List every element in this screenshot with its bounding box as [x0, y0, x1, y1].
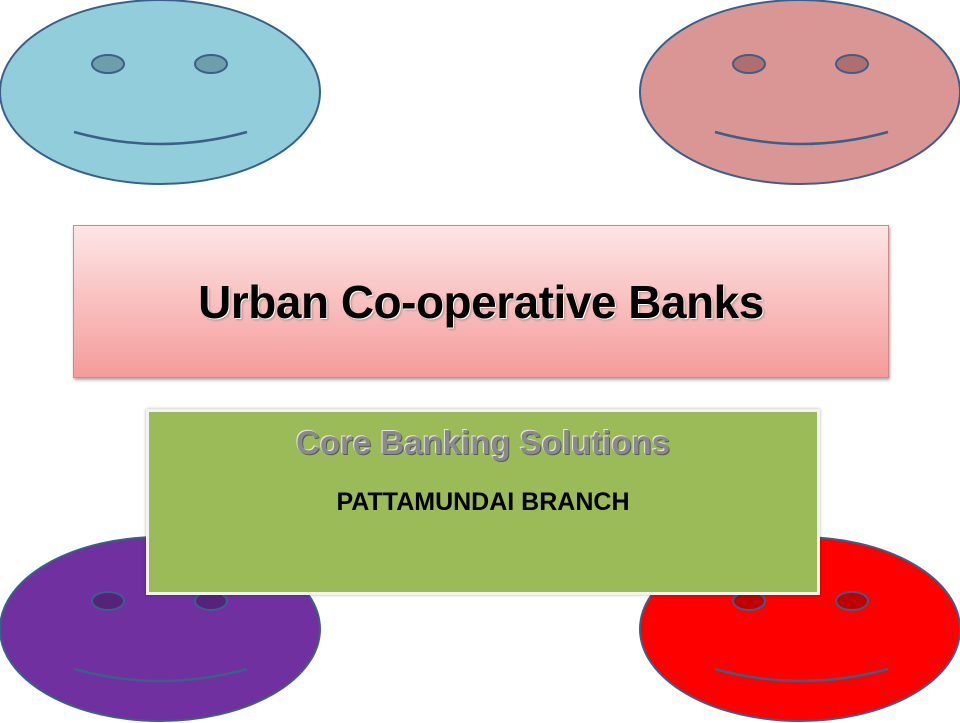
subtitle-heading: Core Banking Solutions: [295, 424, 671, 461]
subtitle-panel: Core Banking Solutions PATTAMUNDAI BRANC…: [146, 409, 820, 595]
smiley-face-top-right-icon: [638, 0, 960, 188]
smiley-face-top-left-icon: [0, 0, 324, 188]
title-banner: Urban Co-operative Banks: [73, 225, 889, 378]
branch-label: PATTAMUNDAI BRANCH: [336, 488, 630, 516]
page-title: Urban Co-operative Banks: [198, 275, 764, 328]
